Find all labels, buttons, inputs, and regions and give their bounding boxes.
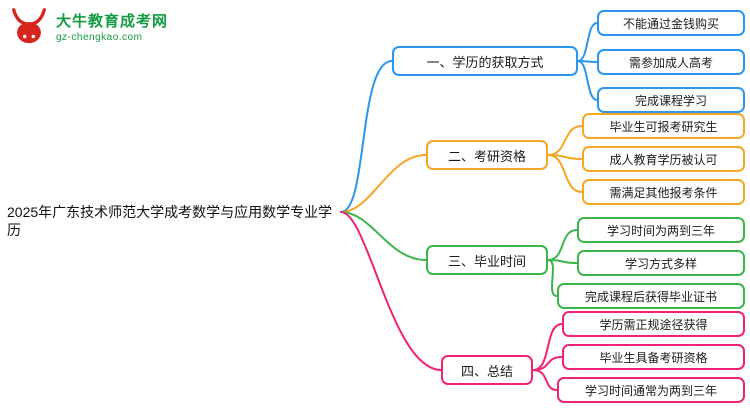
mindmap-root-topic: 2025年广东技术师范大学成考数学与应用数学专业学历 <box>7 204 333 238</box>
connector-root-branch4 <box>340 211 442 371</box>
branch-node-4: 四、总结 <box>441 355 533 385</box>
connector-branch2-child3 <box>547 154 583 193</box>
child-node-1-3: 完成课程学习 <box>597 87 745 113</box>
child-node-3-2: 学习方式多样 <box>577 250 745 276</box>
connector-root-branch2 <box>340 154 427 213</box>
child-node-1-2: 需参加成人高考 <box>597 49 745 75</box>
connector-branch1-child3 <box>577 60 598 101</box>
branch-node-2: 二、考研资格 <box>426 140 548 170</box>
connector-branch4-child2 <box>532 356 563 371</box>
child-node-2-3: 需满足其他报考条件 <box>582 179 745 205</box>
connector-branch4-child3 <box>532 369 558 391</box>
connector-branch1-child2 <box>577 60 598 63</box>
site-name: 大牛教育成考网 <box>56 13 169 31</box>
site-url: gz-chengkao.com <box>56 32 143 44</box>
connector-branch1-child1 <box>577 22 598 62</box>
connector-root-branch3 <box>340 211 427 261</box>
connector-branch2-child1 <box>547 125 583 156</box>
connector-branch3-child2 <box>547 259 578 264</box>
branch-node-1: 一、学历的获取方式 <box>392 46 578 76</box>
child-node-4-3: 学习时间通常为两到三年 <box>557 377 745 403</box>
child-node-3-3: 完成课程后获得毕业证书 <box>557 283 745 309</box>
connector-branch2-child2 <box>547 154 583 160</box>
child-node-3-1: 学习时间为两到三年 <box>577 217 745 243</box>
connector-branch4-child1 <box>532 323 563 371</box>
connector-root-branch1 <box>340 60 393 213</box>
child-node-2-2: 成人教育学历被认可 <box>582 146 745 172</box>
bull-icon <box>8 6 50 51</box>
connector-branch3-child3 <box>547 259 558 297</box>
connector-branch3-child1 <box>547 229 578 261</box>
child-node-1-1: 不能通过金钱购买 <box>597 10 745 36</box>
site-logo: 大牛教育成考网 gz-chengkao.com <box>8 6 168 51</box>
child-node-4-2: 毕业生具备考研资格 <box>562 344 745 370</box>
child-node-4-1: 学历需正规途径获得 <box>562 311 745 337</box>
branch-node-3: 三、毕业时间 <box>426 245 548 275</box>
child-node-2-1: 毕业生可报考研究生 <box>582 113 745 139</box>
